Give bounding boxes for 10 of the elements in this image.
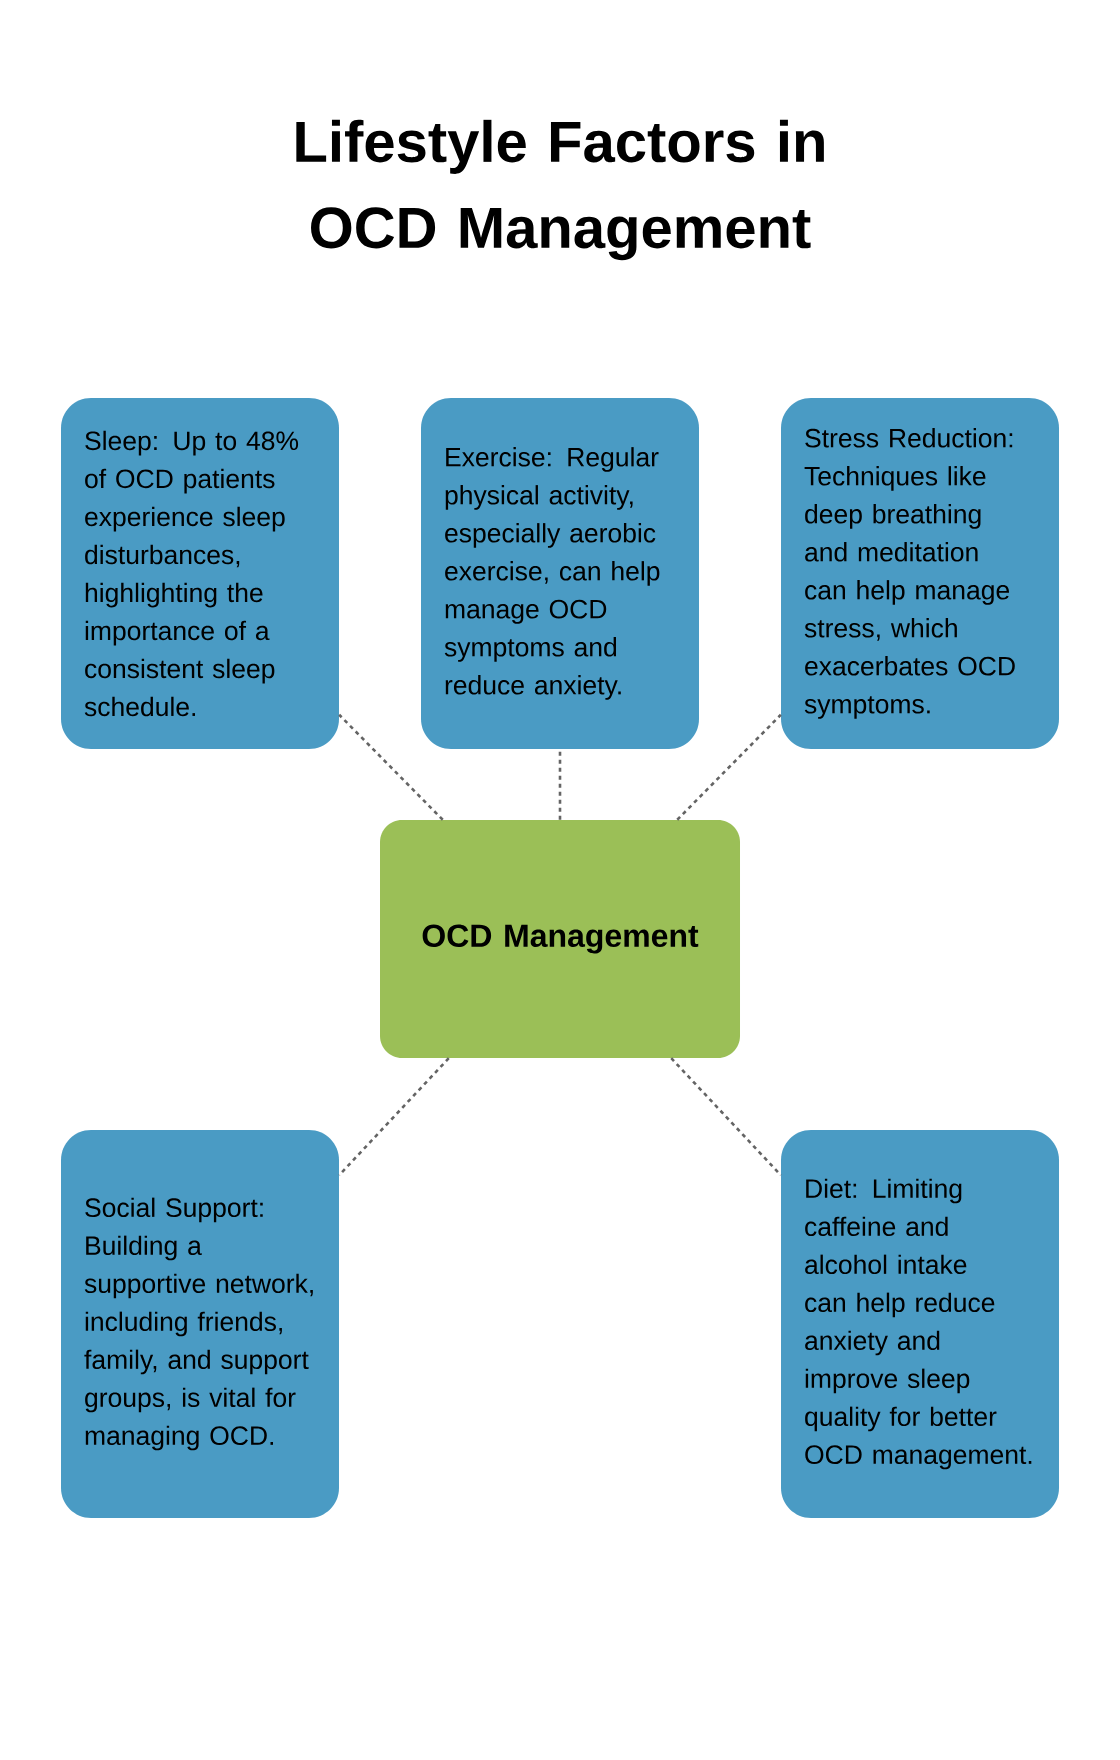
factor-box: Exercise: Regular physical activity, especially aerobic exercise, can help manage OCD symptoms and reduce anxiety.	[421, 398, 699, 749]
factor-box: Stress Reduction: Techniques like deep breathing and meditation can help manage stress, which exacerbates OCD symptoms.	[781, 398, 1059, 749]
center-box: OCD Management	[380, 820, 740, 1058]
factor-box: Diet: Limiting caffeine and alcohol intake can help reduce anxiety and improve sleep quality for better OCD management.	[781, 1130, 1059, 1518]
connector-line	[338, 713, 444, 821]
title: Lifestyle Factors in OCD Management	[296, 119, 824, 261]
factor-box: Sleep: Up to 48% of OCD patients experience sleep disturbances, highlighting the importance of a consistent sleep schedule.	[61, 398, 339, 749]
factor-box: Social Support: Building a supportive network, including friends, family, and support groups, is vital for managing OCD.	[61, 1130, 339, 1518]
connector-line	[676, 713, 782, 821]
connector-line	[558, 749, 562, 820]
